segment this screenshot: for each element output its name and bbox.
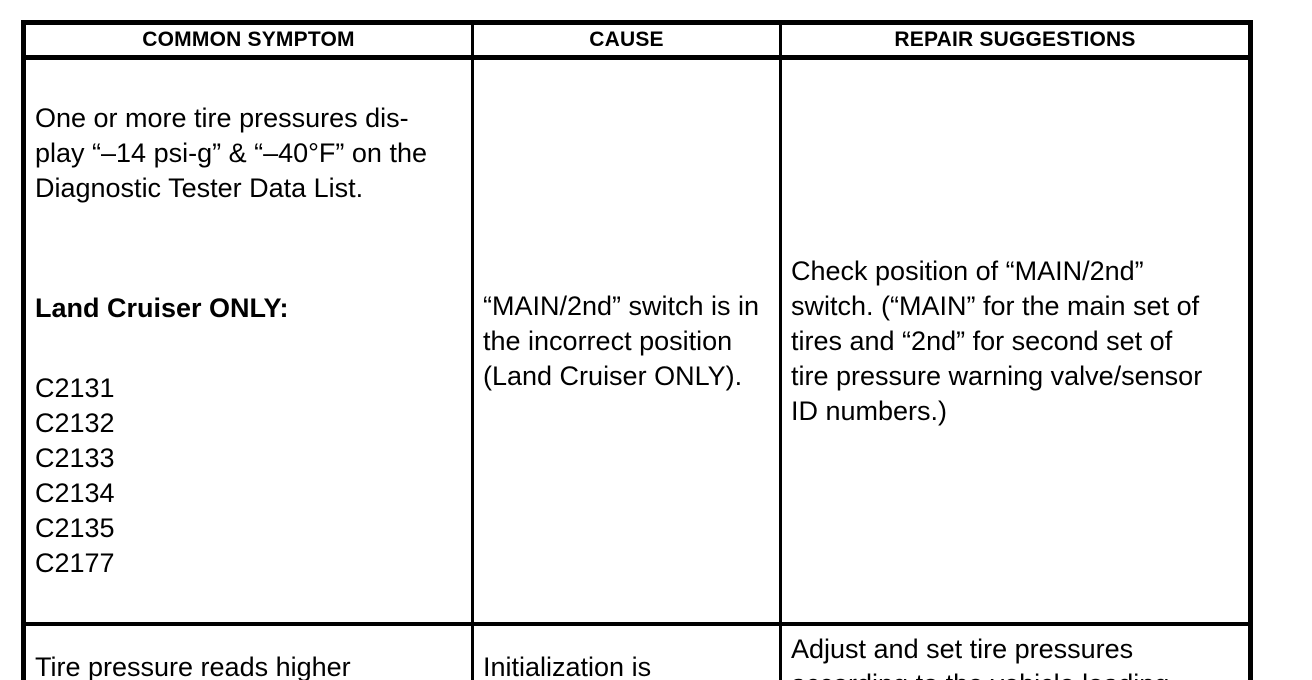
- cause-cell: “MAIN/2nd” switch is in the incorrect po…: [471, 56, 782, 626]
- diagnostic-symptom-table: COMMON SYMPTOM CAUSE REPAIR SUGGESTIONS …: [21, 20, 1253, 680]
- column-header-repair-suggestions: REPAIR SUGGESTIONS: [779, 20, 1252, 60]
- symptom-cell: One or more tire pressures dis- play “–1…: [22, 56, 474, 626]
- cause-cell: Initialization is incorrect or incomplet…: [471, 622, 782, 680]
- diagnostic-trouble-codes: C2131 C2132 C2133 C2134 C2135 C2177: [35, 373, 115, 578]
- table-row: Tire pressure reads higher than actual v…: [22, 622, 1252, 680]
- symptom-text: One or more tire pressures dis- play “–1…: [35, 103, 427, 203]
- column-header-common-symptom: COMMON SYMPTOM: [22, 20, 474, 60]
- symptom-cell: Tire pressure reads higher than actual v…: [22, 622, 474, 680]
- symptom-subheading: Land Cruiser ONLY:: [35, 293, 289, 323]
- table-header-row: COMMON SYMPTOM CAUSE REPAIR SUGGESTIONS: [22, 20, 1252, 60]
- repair-suggestion-cell: Adjust and set tire pressures according …: [779, 622, 1252, 680]
- column-header-cause: CAUSE: [471, 20, 782, 60]
- repair-suggestion-cell: Check position of “MAIN/2nd” switch. (“M…: [779, 56, 1252, 626]
- table-row: One or more tire pressures dis- play “–1…: [22, 56, 1252, 626]
